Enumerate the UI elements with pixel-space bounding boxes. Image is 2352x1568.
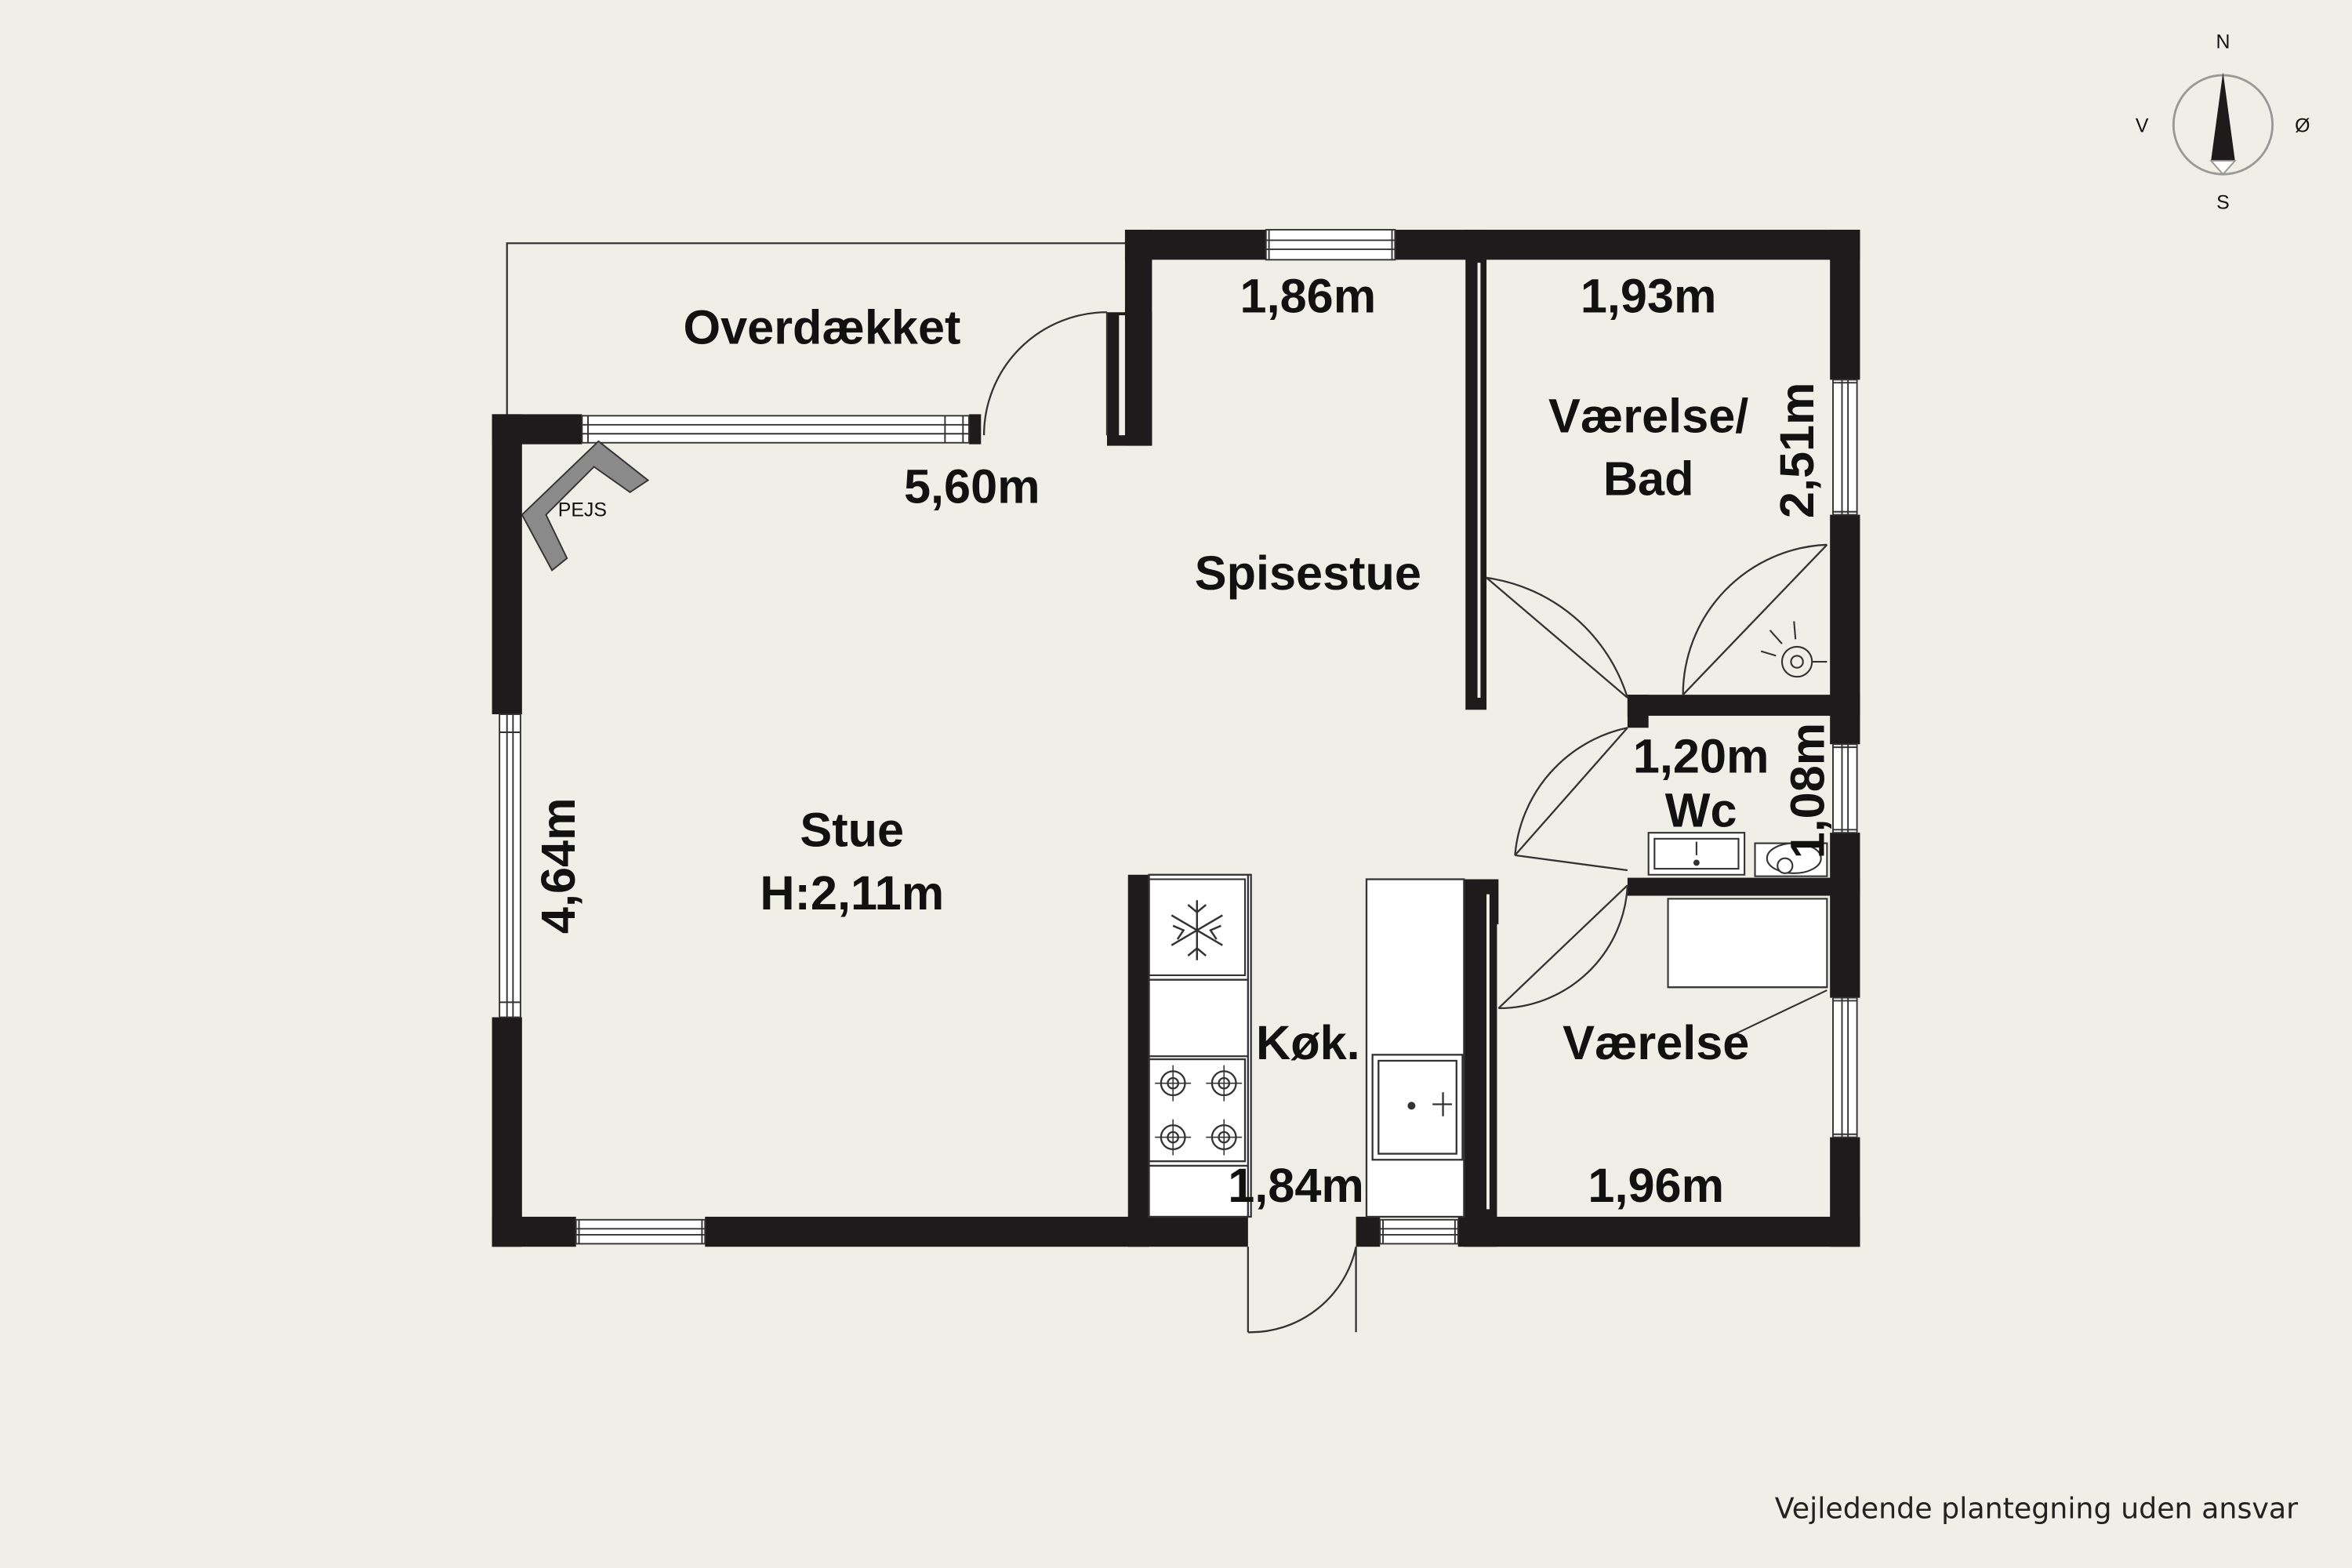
wall-top-2 [1395,230,1860,260]
shower-icon [1760,621,1828,678]
walls [492,230,1860,1247]
room-label-stue: Stue [800,803,904,856]
disclaimer-text: Vejledende plantegning uden ansvar [1775,1492,2298,1526]
stove [1148,1058,1247,1163]
dimension-koekken-width: 1,84m [1228,1159,1364,1212]
room-label-koekken: Køk. [1256,1016,1360,1069]
wall-notch-inner [1106,312,1152,446]
dimension-wc-depth: 1,08m [1781,723,1835,859]
compass-west-label: V [2136,115,2149,137]
dimension-stue-depth: 4,64m [532,797,585,934]
wall-bottom-1 [492,1216,576,1247]
window-top-dining [1265,229,1396,261]
compass-east-label: Ø [2295,115,2310,137]
dimension-spisestue-width: 1,86m [1240,269,1377,322]
windows [499,229,1858,1245]
door-koekken-exit [1247,1247,1357,1334]
doors [982,311,1828,1334]
wc-sink [1647,832,1746,876]
room-label-overdaekket: Overdækket [684,300,961,354]
wall-right-4 [1830,1137,1860,1247]
fireplace: PEJS [521,440,650,572]
room-label-wc: Wc [1665,784,1737,837]
dimension-vaerelse-width: 1,96m [1588,1159,1724,1212]
window-terrace [581,415,970,444]
room-label-spisestue: Spisestue [1195,546,1421,600]
dimension-overdaekket-width: 5,60m [904,459,1040,513]
freezer [1148,878,1247,976]
terrace-outline [506,242,1128,418]
compass: N S V Ø [2136,31,2310,214]
wall-inner-lines [1119,263,1490,1210]
window-bottom-koekken [1379,1218,1459,1245]
door-bad-inner [1682,543,1828,695]
wall-left-upper [492,414,522,715]
compass-south-label: S [2216,191,2230,213]
closet [1667,898,1828,1036]
toilet [1754,842,1828,877]
door-vaerelse [1497,884,1629,1010]
wall-koekken-left [1127,874,1149,1247]
room-height-stue: H:2,11m [760,866,944,920]
window-bottom-stue [575,1218,706,1245]
kitchen-island [1365,878,1465,1218]
snowflake-icon [1171,900,1223,960]
kitchen-sink [1371,1054,1464,1161]
dimension-bad-depth: 2,51m [1770,383,1824,519]
door-wc [1514,727,1628,872]
room-label-vaerelse-bad-1: Værelse/ [1548,389,1748,442]
wall-wc-top [1627,695,1860,716]
window-right-vaerelse [1832,996,1858,1138]
compass-needle-south [2209,160,2237,176]
door-bad [1486,576,1628,699]
wall-top-mid [968,414,982,445]
dimension-wc-width: 1,20m [1633,730,1769,783]
fireplace-label: PEJS [558,499,607,521]
room-label-vaerelse: Værelse [1563,1016,1749,1069]
compass-needle-north [2211,72,2235,162]
door-terrace [982,311,1109,436]
wall-bottom-4 [1457,1216,1860,1247]
wall-right-3 [1830,833,1860,998]
room-label-vaerelse-bad-2: Bad [1603,452,1694,506]
wall-bottom-2 [705,1216,1248,1247]
wall-wc-left [1627,695,1649,728]
wall-bottom-3 [1356,1216,1381,1247]
wall-bad-left [1465,230,1487,710]
compass-north-label: N [2216,31,2230,53]
wall-wc-bottom [1627,877,1860,896]
window-right-wc [1832,743,1858,834]
wall-left-lower [492,1017,522,1247]
wall-koekken-right [1464,879,1497,1247]
dimension-bad-width: 1,93m [1581,269,1717,322]
window-right-bad [1832,379,1858,516]
window-left [499,713,521,1018]
